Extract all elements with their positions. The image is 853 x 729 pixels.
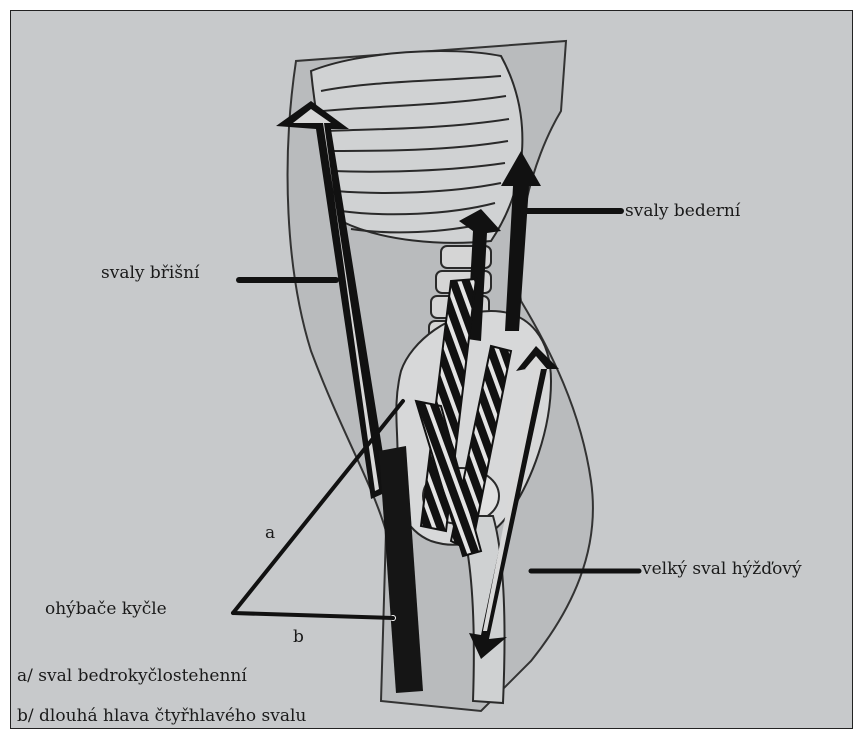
legend-a: a/ sval bedrokyčlostehenní: [17, 668, 247, 685]
anatomy-figure: svaly břišní svaly bederní velký sval hý…: [10, 10, 853, 729]
anatomy-drawing: [11, 11, 852, 728]
label-gluteus-maximus: velký sval hýžďový: [642, 561, 802, 578]
label-hip-flexors: ohýbače kyčle: [45, 601, 167, 618]
label-abdominal-muscles: svaly břišní: [101, 265, 199, 282]
label-lumbar-muscles: svaly bederní: [625, 203, 740, 220]
legend-b: b/ dlouhá hlava čtyřhlavého svalu: [17, 708, 306, 725]
label-marker-b: b: [293, 629, 304, 646]
label-marker-a: a: [265, 525, 275, 542]
